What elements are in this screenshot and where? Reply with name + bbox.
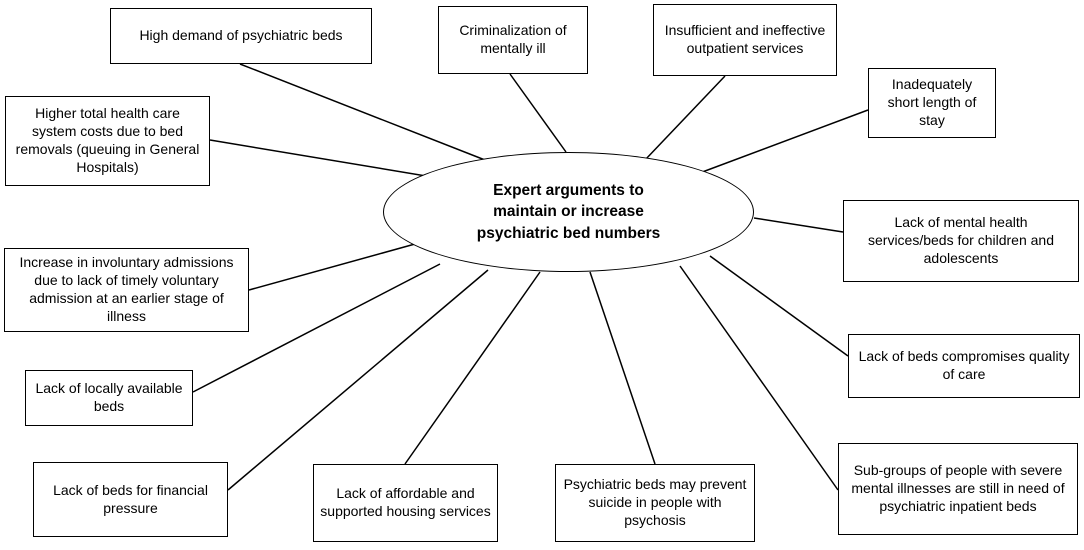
argument-housing-services: Lack of affordable and supported housing…: [313, 464, 498, 542]
connector-children: [753, 217, 844, 233]
central-topic: Expert arguments to maintain or increase…: [383, 152, 754, 272]
argument-children-adolescents: Lack of mental health services/beds for …: [843, 200, 1079, 282]
central-topic-line-1: Expert arguments to: [493, 182, 644, 200]
connector-financial: [227, 269, 489, 491]
argument-suicide-prevention: Psychiatric beds may prevent suicide in …: [555, 464, 755, 542]
argument-local-beds: Lack of locally available beds: [25, 370, 193, 426]
connector-length-of-stay: [696, 109, 869, 175]
connector-involuntary: [248, 243, 416, 291]
connector-local-beds: [192, 263, 441, 393]
central-topic-line-2: maintain or increase: [493, 203, 644, 221]
connector-high-demand: [239, 63, 486, 161]
connector-quality: [709, 255, 849, 357]
connector-criminalization: [509, 73, 567, 153]
argument-criminalization: Criminalization of mentally ill: [438, 6, 588, 74]
argument-short-stay: Inadequately short length of stay: [868, 68, 996, 138]
central-topic-line-3: psychiatric bed numbers: [476, 224, 661, 242]
connector-housing: [404, 271, 541, 465]
argument-high-demand: High demand of psychiatric beds: [110, 8, 372, 64]
argument-involuntary-admissions: Increase in involuntary admissions due t…: [4, 248, 249, 332]
argument-financial-pressure: Lack of beds for financial pressure: [33, 462, 228, 537]
argument-system-costs: Higher total health care system costs du…: [5, 96, 210, 186]
connector-costs: [209, 139, 439, 179]
argument-quality-of-care: Lack of beds compromises quality of care: [848, 334, 1080, 398]
argument-outpatient-services: Insufficient and ineffective outpatient …: [653, 4, 837, 76]
connector-suicide: [589, 271, 656, 465]
argument-subgroups: Sub-groups of people with severe mental …: [838, 443, 1078, 535]
connector-outpatient: [644, 75, 726, 161]
connector-subgroups: [679, 265, 839, 491]
